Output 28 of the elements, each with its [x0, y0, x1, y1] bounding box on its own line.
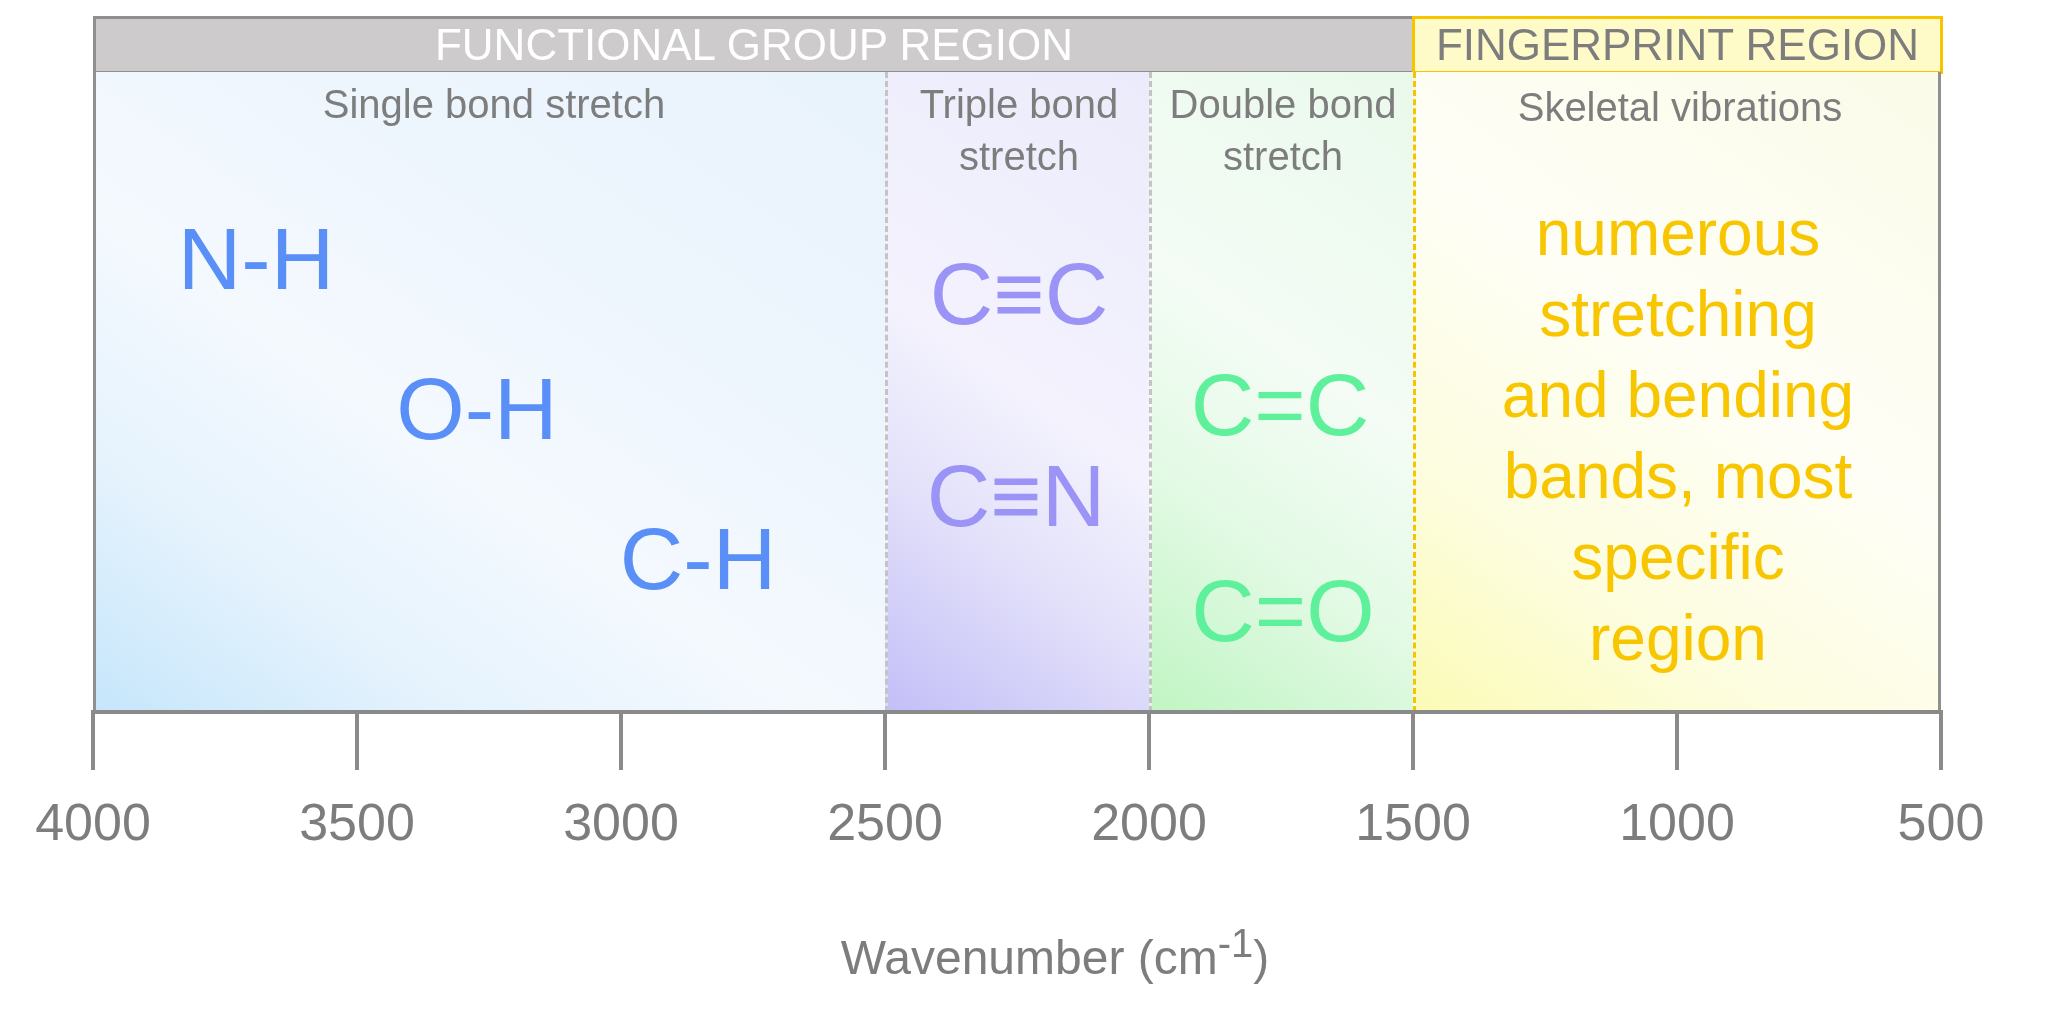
- header-band: [1412, 16, 1943, 74]
- bond-label: C=O: [1191, 560, 1375, 662]
- header-band: [93, 16, 1415, 74]
- bond-label: N-H: [177, 208, 335, 310]
- region-subtitle: Skeletal vibrations: [1517, 84, 1843, 130]
- region-panel: [93, 72, 885, 712]
- region-panel: [1413, 72, 1941, 712]
- bond-label: O-H: [396, 358, 558, 460]
- region-subtitle: Triple bond stretch: [918, 81, 1120, 180]
- axis-title: Wavenumber (cm$^{-1}$): [840, 920, 1270, 986]
- region-panel: [885, 72, 1149, 712]
- region-subtitle: Single bond stretch: [322, 81, 666, 127]
- region-panel: [1149, 72, 1413, 712]
- region-description: numerous stretching and bending bands, most specific region: [1500, 196, 1856, 676]
- tick-label: 4000: [35, 793, 151, 853]
- region-subtitle: Double bond stretch: [1168, 81, 1398, 180]
- tick-label: 2500: [827, 793, 943, 853]
- tick-label: 2000: [1091, 793, 1207, 853]
- bond-label: C=C: [1190, 354, 1370, 456]
- tick-label: 1000: [1619, 793, 1735, 853]
- tick-label: 3000: [563, 793, 679, 853]
- tick-label: 3500: [299, 793, 415, 853]
- bond-label: C≡N: [926, 445, 1106, 547]
- bond-label: C-H: [619, 508, 777, 610]
- bond-label: C≡C: [929, 243, 1109, 345]
- tick-label: 1500: [1355, 793, 1471, 853]
- tick-label: 500: [1897, 793, 1985, 853]
- region-heading: FINGERPRINT REGION: [1435, 23, 1920, 67]
